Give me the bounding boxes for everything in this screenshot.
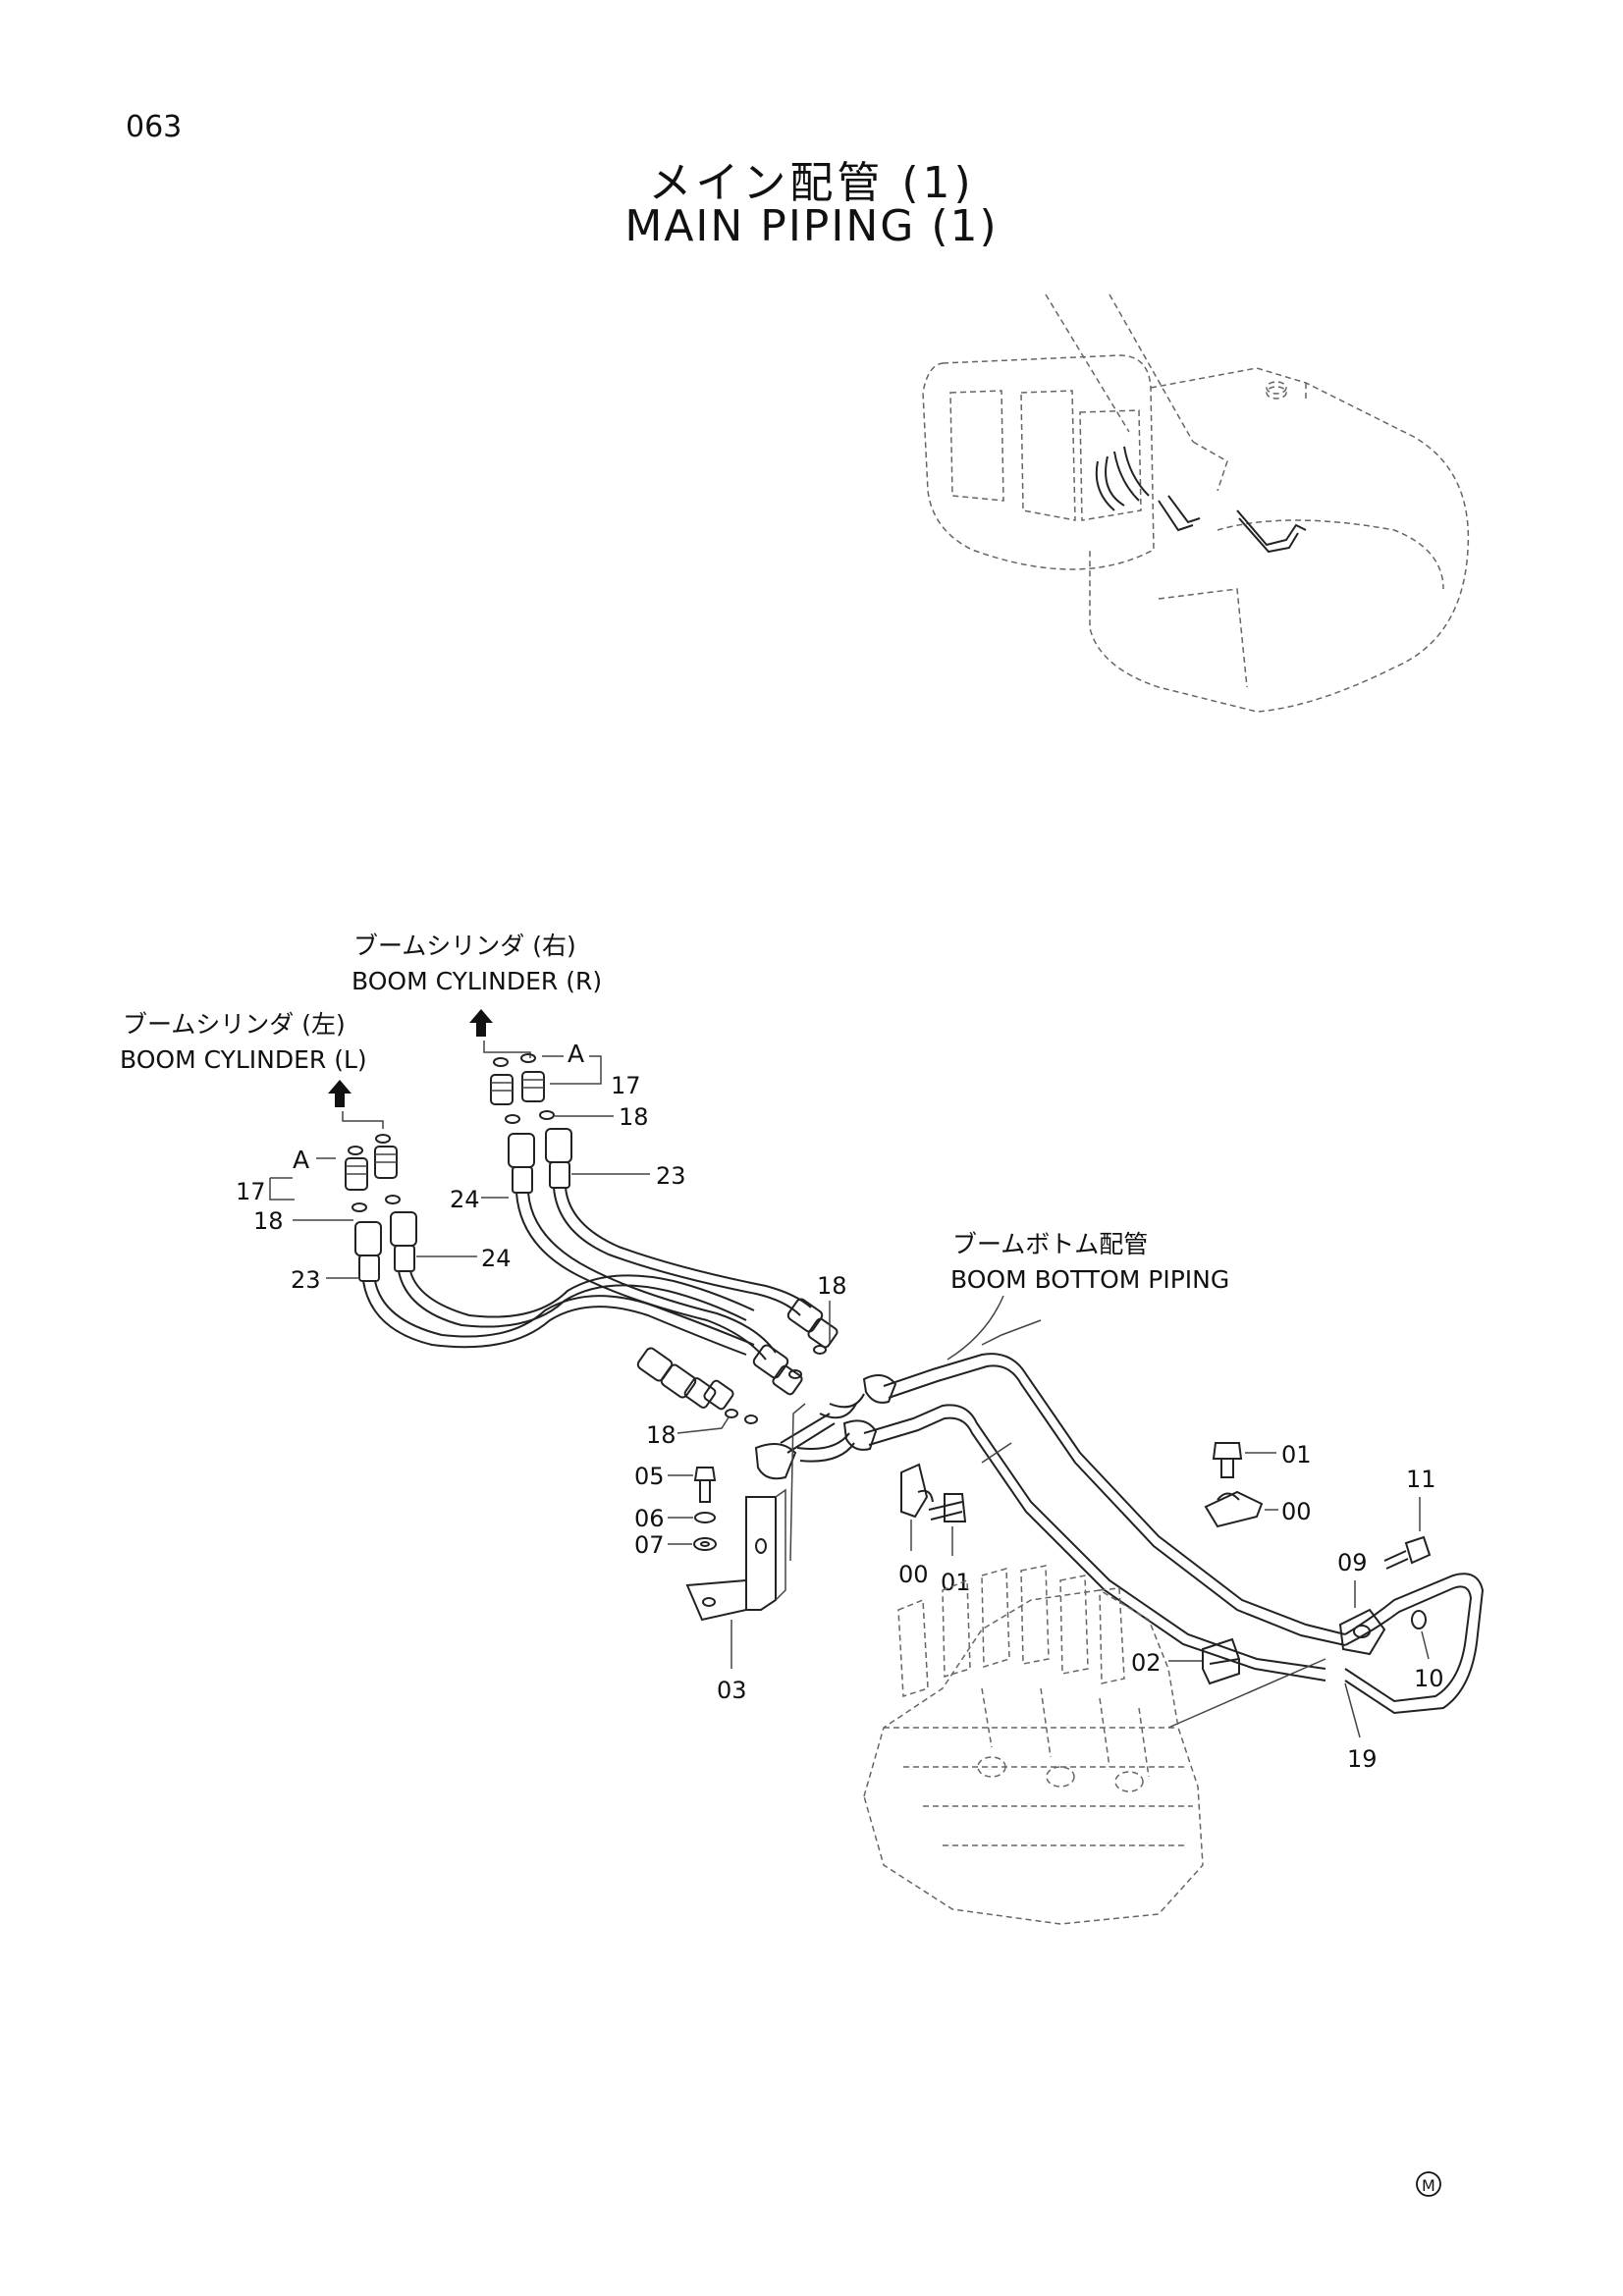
title-english: MAIN PIPING (1): [624, 201, 999, 251]
clamp-00-left: [900, 1463, 934, 1519]
washer-07: [693, 1537, 717, 1551]
part-02: 02: [1131, 1649, 1162, 1677]
part-11: 11: [1406, 1466, 1436, 1493]
part-05: 05: [634, 1463, 665, 1490]
boom-cylinder-l-jp: ブームシリンダ (左): [123, 1010, 346, 1039]
boom-cylinder-r-jp: ブームシリンダ (右): [353, 932, 576, 960]
arrow-up-icon: [328, 1080, 352, 1107]
boom-bottom-piping: [754, 1319, 1485, 1729]
part-06: 06: [634, 1505, 665, 1532]
title-japanese: メイン配管 (1): [648, 158, 975, 208]
control-valve-illustration: [863, 1565, 1204, 1925]
group-a-label: A: [293, 1146, 309, 1174]
bracket-03: [685, 1403, 806, 1622]
part-18-mid-left: 18: [646, 1421, 676, 1449]
bolt-11: [1383, 1535, 1432, 1570]
arrow-up-icon: [469, 1009, 493, 1037]
part-23-right: 23: [656, 1162, 686, 1190]
part-01-right: 01: [1281, 1441, 1312, 1468]
part-18-mid-top: 18: [817, 1272, 847, 1300]
part-17-right: 17: [611, 1072, 641, 1099]
part-17-left: 17: [236, 1178, 266, 1205]
group-a-label: A: [568, 1040, 584, 1068]
part-18-right: 18: [619, 1103, 649, 1131]
publisher-mark-letter: M: [1422, 2176, 1435, 2195]
flange-09: [1338, 1608, 1386, 1656]
part-19: 19: [1347, 1745, 1378, 1773]
bolt-01-right: [1212, 1442, 1243, 1478]
boom-cylinder-r-en: BOOM CYLINDER (R): [352, 967, 602, 995]
part-09: 09: [1337, 1549, 1368, 1576]
part-00-left: 00: [898, 1561, 929, 1588]
hose-assembly-right: [483, 1041, 839, 1396]
publisher-mark-icon: [1416, 2171, 1441, 2197]
spacer-02: [1202, 1637, 1240, 1685]
boom-bottom-piping-en: BOOM BOTTOM PIPING: [950, 1265, 1229, 1294]
excavator-overview-illustration: [922, 294, 1470, 713]
part-07: 07: [634, 1531, 665, 1559]
part-00-right: 00: [1281, 1498, 1312, 1525]
part-03: 03: [717, 1677, 747, 1704]
o-ring-10: [1411, 1610, 1427, 1629]
hose-assembly-left: [342, 1111, 755, 1411]
washer-06: [694, 1512, 716, 1523]
bolt-05: [693, 1467, 717, 1503]
part-10: 10: [1414, 1665, 1444, 1692]
part-23-left: 23: [291, 1266, 321, 1294]
boom-cylinder-l-en: BOOM CYLINDER (L): [120, 1045, 367, 1074]
part-01-left: 01: [941, 1569, 971, 1596]
boom-bottom-piping-jp: ブームボトム配管: [952, 1230, 1148, 1258]
page-number: 063: [126, 110, 183, 144]
clamp-00-right: [1204, 1490, 1264, 1528]
part-24-left: 24: [481, 1245, 512, 1272]
bolt-01-left: [928, 1493, 967, 1522]
part-18-left: 18: [253, 1207, 284, 1235]
part-24-right: 24: [450, 1186, 480, 1213]
